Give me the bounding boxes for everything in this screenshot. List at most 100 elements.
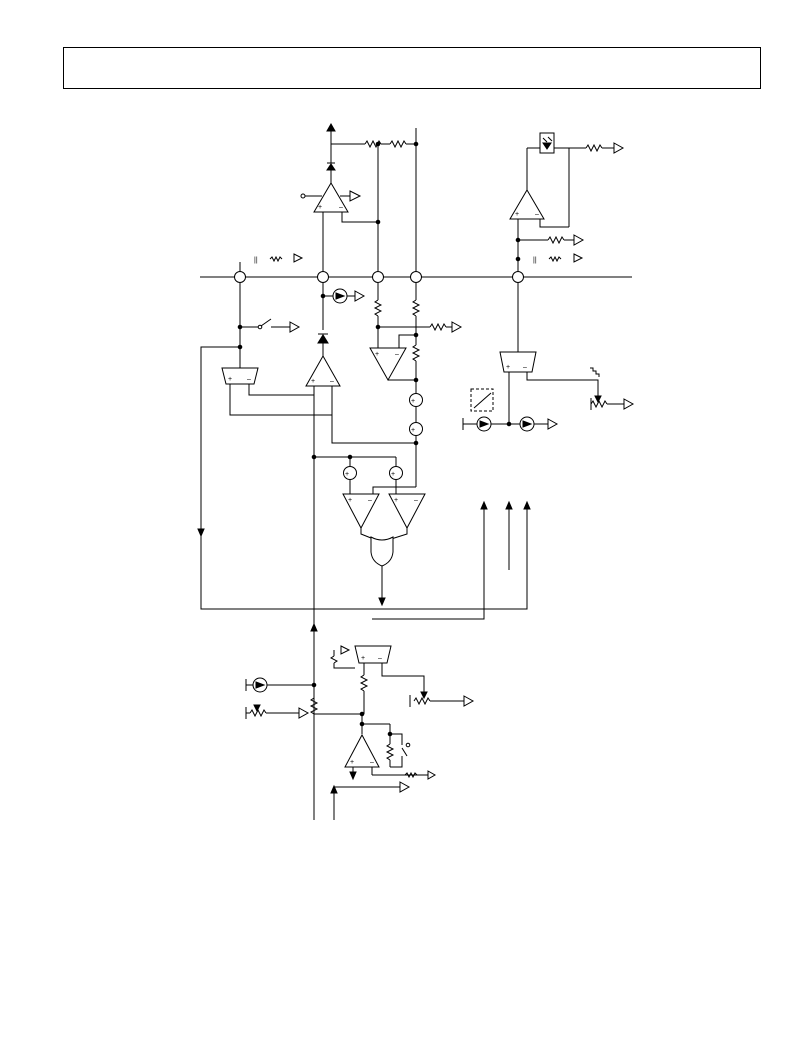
bottom-ref-to-comp (333, 663, 355, 669)
opamp-right-mid-feed (398, 334, 416, 348)
pot-right-wiper-icon (420, 691, 428, 700)
current-source-out-arrow-icon (354, 290, 366, 302)
opamp-top-feedback (341, 212, 378, 223)
cs-bottom-arrow-icon (255, 681, 266, 689)
opamp-bottom-minus: – (370, 759, 374, 766)
opamp-right-plus: + (515, 211, 519, 218)
comp-right-to-dac (526, 372, 599, 396)
comparator-right-icon (499, 351, 537, 373)
dac-wiper-icon (594, 395, 602, 404)
bottom-ref-arrow-icon (340, 645, 351, 655)
center-to-rail-wire (331, 415, 416, 444)
opamp-mid-minus: – (395, 351, 399, 358)
opamp-top-plus: + (318, 204, 322, 211)
vsource-1-plus: + (411, 398, 415, 405)
switch-blade[interactable] (260, 318, 272, 327)
vsource-2-plus: + (411, 427, 415, 434)
cs-row-out-arrow-icon (547, 418, 559, 430)
voltage-source-3-icon (343, 466, 357, 480)
vsource-4-plus: + (391, 471, 395, 478)
comparator-left-plus-wire (229, 384, 333, 416)
opamp-center-plus: + (311, 378, 315, 385)
bottom-switch-contact (405, 742, 411, 748)
voltage-source-2-icon (409, 422, 423, 436)
resistor-bottom-feedback (385, 743, 395, 761)
legend-arrow-left-icon (293, 253, 304, 263)
resistor-pot-left (249, 708, 267, 718)
mid-tap-arrow-icon (451, 321, 463, 333)
comp-right-plus: + (506, 364, 510, 371)
bottom-input-wire (333, 786, 400, 820)
resistor-node4-a (411, 299, 421, 317)
pot-left-wiper-icon (253, 704, 261, 713)
comparator-left-plus: + (228, 376, 232, 383)
switch-out-arrow-icon (289, 321, 301, 333)
loop-arrow-a-icon (480, 500, 488, 510)
bottom-switch-top (390, 733, 403, 745)
bus-node-1 (234, 271, 246, 283)
junction-dot (413, 377, 419, 383)
bottom-up-arrow-icon (310, 622, 318, 632)
comp-wr-plus: + (394, 497, 398, 504)
bottom-switch-blade[interactable] (401, 747, 408, 757)
bus-node-5 (512, 271, 524, 283)
comparator-left-minus: – (247, 376, 251, 383)
ramp-box-icon (470, 388, 494, 412)
bottom-input-out-arrow-icon (399, 781, 411, 793)
junction-dot (375, 219, 381, 225)
parallel-symbol-left: || (254, 257, 258, 264)
bottom-switch-return (390, 756, 403, 768)
or-gate-icon (370, 536, 394, 567)
comp-bottom-to-pot (381, 663, 425, 692)
loop-arrow-c-icon (505, 500, 513, 510)
opamp-bottom-plus: + (350, 759, 354, 766)
junction-dot (359, 721, 365, 727)
current-source-arrow-icon (335, 292, 346, 300)
resistor-mid-tap (429, 322, 447, 332)
opamp-center-icon (305, 354, 341, 387)
opamp-mid-right-icon (369, 347, 407, 382)
resistor-right-tap (547, 235, 565, 245)
window-shared-wire (372, 486, 416, 494)
or-out-arrow-icon (378, 597, 386, 607)
comp-wl-plus: + (348, 497, 352, 504)
legend-arrow-right-icon (573, 253, 584, 263)
diode-mid-icon (317, 334, 329, 344)
staircase-icon (590, 367, 600, 377)
right-tap-arrow-icon (573, 234, 585, 246)
opamp-bottom-icon (344, 733, 380, 768)
led-diode-icon (542, 142, 552, 150)
junction-dot (359, 711, 365, 717)
bottom-right-arrow-icon (427, 770, 437, 780)
loop-arrow-b-icon (523, 500, 531, 510)
comparator-bottom-icon (354, 645, 392, 664)
pot-right-arrow-icon (463, 695, 475, 707)
cs-right-2-arrow-icon (522, 420, 533, 428)
resistor-top-2 (389, 139, 407, 149)
left-down-arrow-icon (197, 528, 205, 538)
comparator-left-icon (221, 367, 259, 385)
resistor-legend-right (548, 255, 562, 263)
junction-dot (237, 344, 243, 350)
switch-contact (257, 324, 263, 330)
vsource-3-plus: + (345, 471, 349, 478)
resistor-pot-right (413, 696, 431, 706)
voltage-source-1-icon (409, 393, 423, 407)
bottom-loop-inner (372, 503, 485, 620)
junction-dot (311, 682, 317, 688)
resistor-bottom-right (404, 771, 418, 779)
diode-top-icon (326, 163, 336, 171)
resistor-comp-bottom (359, 674, 369, 692)
resistor-bottom-vert (309, 697, 319, 715)
ramp-line-icon (473, 392, 492, 409)
comparator-left-feedback (248, 384, 315, 396)
opamp-mid-plus: + (375, 351, 379, 358)
comp-bottom-plus: + (361, 655, 365, 662)
voltage-source-4-icon (389, 466, 403, 480)
cs-right-1-arrow-icon (479, 420, 490, 428)
buffer-arrow-icon (349, 190, 362, 202)
resistor-dac (590, 399, 608, 409)
resistor-top-1 (364, 139, 382, 149)
input-terminal (300, 193, 306, 199)
